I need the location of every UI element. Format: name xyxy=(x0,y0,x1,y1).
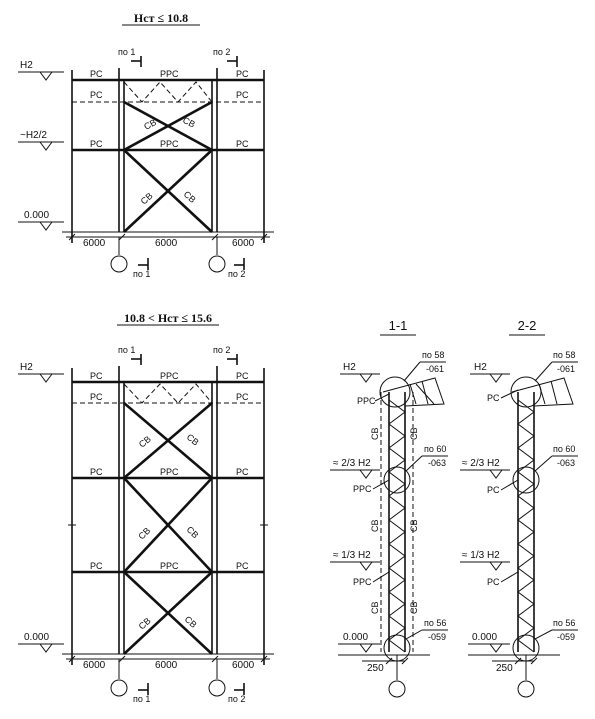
elev-23-s2: ≈ 2/3 H2 xyxy=(462,458,500,469)
rs-label: PC xyxy=(236,139,249,149)
rs-label: PC xyxy=(90,371,103,381)
rrs-label: PPC xyxy=(160,139,179,149)
elev-h2-s2: H2 xyxy=(474,362,487,373)
dim-250-s1: 250 xyxy=(367,663,384,674)
cut-2-bottom: по 2 xyxy=(228,269,245,279)
rs-label: PC xyxy=(90,392,103,402)
dim-mid: 6000 xyxy=(155,660,178,671)
elev-h2: H2 xyxy=(20,362,33,373)
rs-label: PC xyxy=(236,69,249,79)
bottom-frame-diagram: 10.8 < Hст ≤ 15.6 по 1 по 2 PC PPC PC PC… xyxy=(18,311,274,704)
sv-label: CB xyxy=(409,519,419,532)
title-bottom: 10.8 < Hст ≤ 15.6 xyxy=(124,311,212,325)
ref-63-b: -063 xyxy=(557,458,575,468)
elev-h2-s1: H2 xyxy=(343,362,356,373)
rs-label: PC xyxy=(236,90,249,100)
cut-1-bottom: по 1 xyxy=(133,269,150,279)
top-frame-diagram: Hст ≤ 10.8 по 1 по 2 PC PPC PC PC PC PC xyxy=(18,11,274,279)
dim-left: 6000 xyxy=(83,660,106,671)
ref-63-a: -063 xyxy=(428,458,446,468)
rs-label: PC xyxy=(90,467,103,477)
rs-label: PC xyxy=(90,139,103,149)
rrs-label: PPC xyxy=(160,467,179,477)
ref-61-a: -061 xyxy=(426,364,444,374)
elev-zero: 0.000 xyxy=(24,210,49,221)
ref-61-b: -061 xyxy=(557,364,575,374)
dim-mid: 6000 xyxy=(155,238,178,249)
section-2-2: 2-2 по 58 -061 по 60 -063 по 56 -059 PC … xyxy=(460,318,578,698)
cut-2-bottom2: по 2 xyxy=(228,694,245,704)
rs-label: PC xyxy=(90,561,103,571)
rs-label: PC xyxy=(236,561,249,571)
dim-left: 6000 xyxy=(83,238,106,249)
elev-23-s1: ≈ 2/3 H2 xyxy=(333,458,371,469)
rs-label: PC xyxy=(487,393,500,403)
sv-label: CB xyxy=(409,601,419,614)
elev-h2: H2 xyxy=(20,60,33,71)
sv-label: CB xyxy=(182,189,198,205)
section-2-title: 2-2 xyxy=(518,318,537,333)
section-1-title: 1-1 xyxy=(389,318,408,333)
sv-label: CB xyxy=(136,525,152,541)
rs-label: PC xyxy=(236,371,249,381)
rrs-label: PPC xyxy=(160,561,179,571)
rs-label: PC xyxy=(487,485,500,495)
rrs-label: PPC xyxy=(353,577,372,587)
sv-label: CB xyxy=(370,601,380,614)
ref-59-a: -059 xyxy=(428,632,446,642)
elev-zero: 0.000 xyxy=(24,632,49,643)
ref-60-a: по 60 xyxy=(424,444,446,454)
ref-58-b: по 58 xyxy=(553,350,575,360)
rs-label: PC xyxy=(236,392,249,402)
sv-label: CB xyxy=(409,427,419,440)
cut-2-top2: по 2 xyxy=(213,345,230,355)
rs-label: PC xyxy=(90,90,103,100)
ref-60-b: по 60 xyxy=(553,444,575,454)
rs-label: PC xyxy=(487,577,500,587)
ref-56-b: по 56 xyxy=(553,618,575,628)
title-top: Hст ≤ 10.8 xyxy=(134,11,188,25)
sv-label: CB xyxy=(185,524,201,540)
dim-right: 6000 xyxy=(232,660,255,671)
rrs-label: PPC xyxy=(160,69,179,79)
rrs-label: PPC xyxy=(160,371,179,381)
sv-label: CB xyxy=(370,427,380,440)
ref-58-a: по 58 xyxy=(422,350,444,360)
dim-250-s2: 250 xyxy=(496,663,513,674)
rs-label: PC xyxy=(236,467,249,477)
sv-label: CB xyxy=(185,432,201,448)
sv-label: CB xyxy=(370,519,380,532)
rrs-label: PPC xyxy=(353,484,372,494)
rrs-label: PPC xyxy=(357,396,376,406)
section-1-1: 1-1 по 58 -061 по 60 -063 по 56 -059 PPC… xyxy=(330,318,448,698)
elev-zero-s1: 0.000 xyxy=(343,632,368,643)
ref-56-a: по 56 xyxy=(424,618,446,628)
cut-1-bottom2: по 1 xyxy=(133,694,150,704)
elev-zero-s2: 0.000 xyxy=(472,632,497,643)
rs-label: PC xyxy=(90,69,103,79)
elev-13-s1: ≈ 1/3 H2 xyxy=(333,550,371,561)
ref-59-b: -059 xyxy=(557,632,575,642)
cut-2-top: по 2 xyxy=(213,47,230,57)
sv-label: CB xyxy=(137,434,153,450)
cut-1-top: по 1 xyxy=(118,47,135,57)
cut-1-top2: по 1 xyxy=(118,345,135,355)
dim-right: 6000 xyxy=(232,238,255,249)
elev-h2-half: ~H2/2 xyxy=(20,130,47,141)
elev-13-s2: ≈ 1/3 H2 xyxy=(462,550,500,561)
